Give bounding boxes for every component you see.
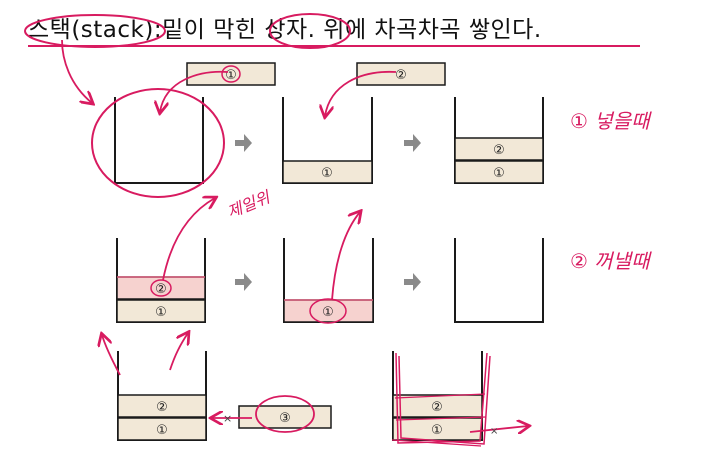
stack-item-label: ② bbox=[431, 400, 443, 415]
title-markup bbox=[24, 13, 640, 49]
svg-text:×: × bbox=[490, 426, 498, 437]
svg-text:×: × bbox=[223, 412, 232, 425]
pop-row: ① ② 제일위 ① ② 꺼낼때 bbox=[116, 187, 652, 324]
stack-item-label: ② bbox=[493, 143, 505, 158]
incoming-box-1 bbox=[186, 62, 276, 86]
push-row: ① ② ① ① ② ① 넣을때 bbox=[61, 39, 652, 198]
incoming-box-1-label: ① bbox=[225, 68, 237, 83]
stack-item-label: ① bbox=[156, 423, 168, 438]
stack-item-label: ② bbox=[155, 282, 167, 297]
stack-item-label: ② bbox=[156, 400, 168, 415]
next-arrow bbox=[235, 273, 252, 291]
rejected-box-3 bbox=[238, 405, 332, 429]
next-arrow bbox=[404, 273, 421, 291]
scribbled-stack: ② ① × bbox=[391, 351, 528, 447]
incoming-box-2-label: ② bbox=[395, 68, 407, 83]
stack-item-label: ① bbox=[431, 423, 443, 438]
rejected-box-label: ③ bbox=[279, 411, 291, 426]
pop-note: ② 꺼낼때 bbox=[570, 249, 652, 273]
stack-container-emptied bbox=[454, 238, 544, 323]
stack-container-empty bbox=[114, 97, 204, 184]
push-note: ① 넣을때 bbox=[570, 109, 652, 133]
incoming-box-2 bbox=[356, 62, 446, 86]
overflow-row: ① ② ③ × ② ① × bbox=[102, 333, 528, 447]
stack-item-label: ① bbox=[493, 166, 505, 181]
next-arrow bbox=[404, 134, 421, 152]
stack-item-label: ① bbox=[155, 305, 167, 320]
stack-item-label: ① bbox=[321, 166, 333, 181]
next-arrow bbox=[235, 134, 252, 152]
remove-note: 제일위 bbox=[224, 187, 273, 222]
page-title: 스택(stack):밑이 막힌 상자. 위에 차곡차곡 쌓인다. bbox=[28, 17, 542, 43]
stack-item-label: ① bbox=[322, 305, 334, 320]
